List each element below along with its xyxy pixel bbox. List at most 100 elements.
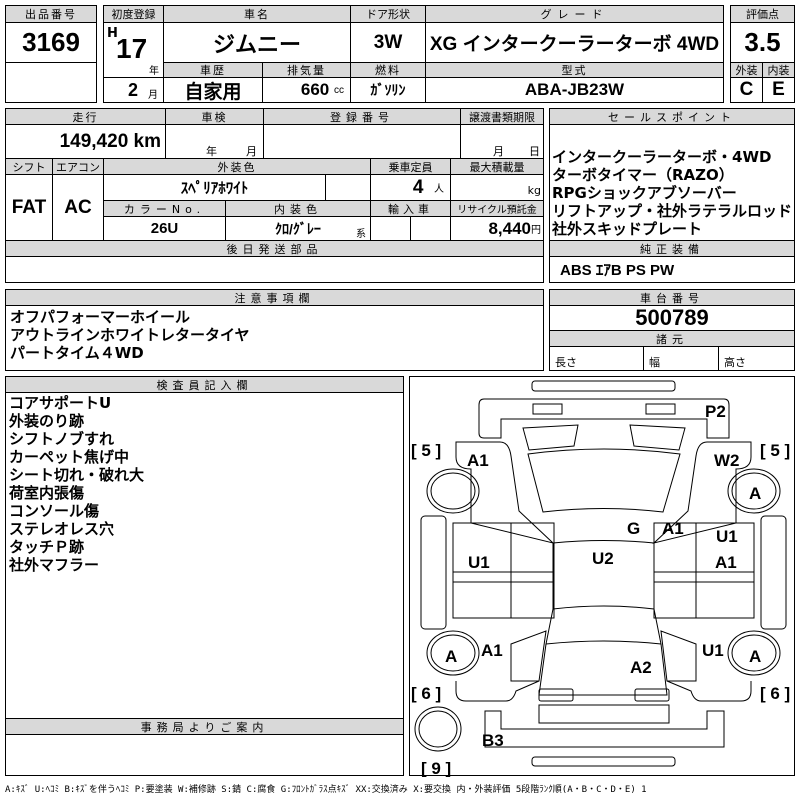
capacity-cell: 4 人 <box>370 174 451 201</box>
int-color: ｸﾛ/ｸﾞﾚｰ <box>275 220 321 237</box>
lot-number: 3169 <box>5 22 97 63</box>
first-reg-year: 17 <box>116 33 148 64</box>
inspector-item: 外装のり跡 <box>9 412 85 430</box>
int-color-label: 内装色 <box>225 200 371 217</box>
mark-u1: U1 <box>716 527 738 546</box>
inspection-cell: 年 月 <box>165 124 264 159</box>
fuel: ｶﾞｿﾘﾝ <box>350 77 426 103</box>
chassis-label: 車台番号 <box>549 289 795 306</box>
score: 3.5 <box>730 22 795 63</box>
sales-points-list: インタークーラーターボ・4WD ターボタイマー（RAZO） RPGショックアブソ… <box>552 148 792 238</box>
color-no-label: カラーNo. <box>103 200 226 217</box>
later-parts-content <box>5 256 544 283</box>
mark-u1: U1 <box>468 553 490 572</box>
note-item: アウトラインホワイトレタータイヤ <box>10 326 250 344</box>
mileage-label: 走行 <box>5 108 166 125</box>
car-name: ジムニー <box>163 22 351 63</box>
model-label: 型式 <box>425 62 724 78</box>
mark-tire-rr: [ 6 ] <box>760 684 790 703</box>
rear-bumper <box>531 756 676 767</box>
equipment-label: 純正装備 <box>549 240 795 257</box>
first-reg-month-cell: 2 月 <box>103 77 164 103</box>
headlight-left <box>532 403 563 415</box>
mark-a: A <box>749 484 761 503</box>
rear-bumper-frame <box>484 710 725 748</box>
ext-color-label: 外装色 <box>103 158 371 175</box>
history: 自家用 <box>163 77 263 103</box>
max-load-label: 最大積載量 <box>450 158 544 175</box>
int-color-cell: ｸﾛ/ｸﾞﾚｰ 系 <box>225 216 371 241</box>
grade: XG インタークーラーターボ 4WD <box>425 22 724 63</box>
rear-fender-left <box>455 680 540 702</box>
windshield <box>527 448 681 513</box>
headlight-right <box>645 403 676 415</box>
mark-b3: B3 <box>482 731 504 750</box>
door-label: ドア形状 <box>350 5 426 23</box>
mark-w2: W2 <box>714 451 740 470</box>
inspection-label: 車検 <box>165 108 264 125</box>
first-reg-month-unit: 月 <box>148 90 158 101</box>
capacity-unit: 人 <box>434 184 444 195</box>
first-reg-year-unit: 年 <box>149 66 159 77</box>
car-outline: P2 [ 5 ] A1 W2 [ 5 ] A G A1 U1 U2 U1 A1 … <box>411 380 790 778</box>
office-box <box>5 734 404 776</box>
import-cell-b <box>410 216 451 241</box>
inspector-item: カーペット焦げ中 <box>9 448 130 466</box>
inspector-list: コアサポートU 外装のり跡 シフトノブすれ カーペット焦げ中 シート切れ・破れ大… <box>9 394 144 574</box>
import-label: 輸入車 <box>370 200 451 217</box>
later-parts-label: 後日発送部品 <box>5 240 544 257</box>
inspection-year-unit: 年 <box>206 145 217 158</box>
ac-label: エアコン <box>52 158 104 175</box>
step-right <box>760 515 787 630</box>
fuel-label: 燃料 <box>350 62 426 78</box>
sales-points-label: セールスポイント <box>549 108 795 125</box>
recycle-unit: 円 <box>531 225 541 236</box>
rear-pillar <box>545 608 662 645</box>
notes-box: オフパフォーマーホイール アウトラインホワイトレタータイヤ パートタイム４WD <box>5 305 544 371</box>
notes-list: オフパフォーマーホイール アウトラインホワイトレタータイヤ パートタイム４WD <box>10 308 250 362</box>
mark-tire-rl: [ 6 ] <box>411 684 441 703</box>
inspector-item: 社外マフラー <box>9 556 100 574</box>
mileage: 149,420 km <box>5 124 166 159</box>
mark-u2: U2 <box>592 549 614 568</box>
mark-a1: A1 <box>715 553 737 572</box>
recycle-fee: 8,440 <box>488 218 531 238</box>
capacity-label: 乗車定員 <box>370 158 451 175</box>
history-label: 車歴 <box>163 62 263 78</box>
mark-a1: A1 <box>481 641 503 660</box>
mark-tire-spare: [ 9 ] <box>421 759 451 777</box>
sales-point: リフトアップ・社外ラテラルロッド <box>552 202 793 220</box>
first-reg-era: H <box>107 26 118 41</box>
equipment: ABS ｴｱB PS PW <box>549 256 795 283</box>
rear-gate <box>538 704 670 724</box>
quarter-windows <box>510 630 697 682</box>
transfer-cell: 月 日 <box>460 124 544 159</box>
ext-grade: C <box>730 77 763 103</box>
mark-tire-fr: [ 5 ] <box>760 441 790 460</box>
mark-a: A <box>445 647 457 666</box>
import-cell-a <box>370 216 411 241</box>
inspector-item: コンソール傷 <box>9 502 100 520</box>
displacement-label: 排気量 <box>262 62 351 78</box>
wheels <box>414 468 781 752</box>
reg-no-cell <box>263 124 461 159</box>
inspector-item: タッチＰ跡 <box>9 538 85 556</box>
note-item: オフパフォーマーホイール <box>10 308 191 326</box>
ext-color-extra <box>325 174 371 201</box>
spec-width: 幅 <box>643 346 719 371</box>
door-right <box>653 522 755 619</box>
legend: A:ｷｽﾞ U:ﾍｺﾐ B:ｷｽﾞを伴うﾍｺﾐ P:要塗装 W:補修跡 S:錆 … <box>5 785 647 795</box>
sales-point: ターボタイマー（RAZO） <box>552 166 734 184</box>
sales-point: インタークーラーターボ・4WD <box>552 148 772 166</box>
inspector-item: ステレオレス穴 <box>9 520 115 538</box>
inspector-item: コアサポートU <box>9 394 112 412</box>
step-left <box>420 515 447 630</box>
recycle-label: リサイクル預託金 <box>450 200 544 217</box>
model-code: ABA-JB23W <box>425 77 724 103</box>
color-no: 26U <box>103 216 226 241</box>
office-label: 事務局よりご案内 <box>5 718 404 735</box>
sales-point: RPGショックアブソーバー <box>552 184 737 202</box>
score-label: 評価点 <box>730 5 795 23</box>
spec-length: 長さ <box>549 346 644 371</box>
sales-points-box: インタークーラーターボ・4WD ターボタイマー（RAZO） RPGショックアブソ… <box>549 124 795 241</box>
